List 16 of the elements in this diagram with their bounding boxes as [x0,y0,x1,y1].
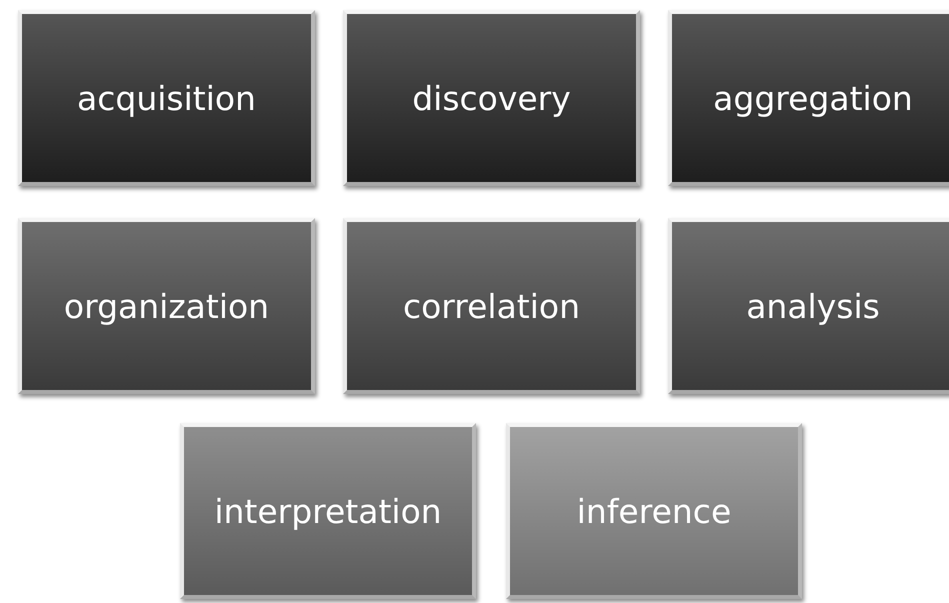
process-box [180,423,476,599]
process-box [668,10,949,186]
process-box [18,218,315,394]
box-label: discovery [412,78,571,118]
process-box [18,10,315,186]
box-label: acquisition [77,78,256,118]
box-label: correlation [402,286,580,326]
box-label: organization [64,286,270,326]
box-label: analysis [746,286,880,326]
process-box [343,218,640,394]
box-label: inference [576,492,732,530]
process-box [343,10,640,186]
box-label: aggregation [713,78,913,118]
process-box [668,218,949,394]
process-box [506,423,802,599]
box-label: interpretation [214,492,442,530]
